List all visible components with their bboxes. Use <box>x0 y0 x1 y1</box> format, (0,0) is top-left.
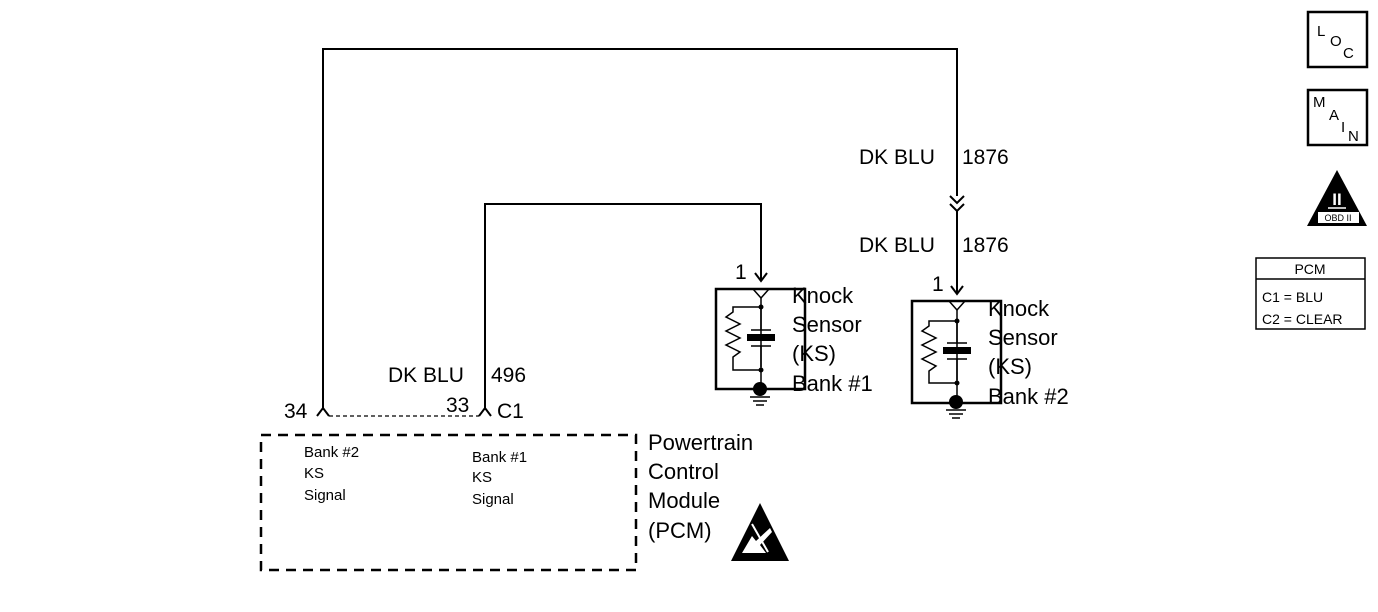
legend-row: C1 = BLU <box>1262 289 1323 305</box>
pin-number: 34 <box>284 400 308 423</box>
ground-icon <box>750 382 770 406</box>
main-letter: M <box>1313 94 1326 111</box>
arrow-down-icon <box>754 272 768 283</box>
pcm-signal-label: Signal <box>472 491 514 508</box>
wire-circuit-label: 1876 <box>962 146 1009 169</box>
pcm-connector-legend: PCM C1 = BLU C2 = CLEAR <box>1255 257 1366 330</box>
pcm-title: Control <box>648 459 719 484</box>
sensor-label: Bank #1 <box>792 371 873 396</box>
inline-connector-icon <box>949 195 965 205</box>
pin-chevron-icon <box>316 406 330 417</box>
pcm-signal-label: Bank #1 <box>472 449 527 466</box>
pcm-signal-label: KS <box>304 465 324 482</box>
pin-chevron-icon <box>478 406 492 417</box>
pcm-title: (PCM) <box>648 518 712 543</box>
wire-color-label: DK BLU <box>388 364 464 387</box>
knock-sensor-2 <box>910 299 1003 419</box>
sensor-label: (KS) <box>988 354 1032 379</box>
pcm-signal-label: Signal <box>304 487 346 504</box>
connector-id: C1 <box>497 400 524 423</box>
loc-letter: O <box>1330 33 1342 50</box>
pcm-title: Module <box>648 488 720 513</box>
pcm-signal-label: Bank #2 <box>304 444 359 461</box>
arrow-down-icon <box>950 285 964 296</box>
loc-button[interactable]: L O C <box>1306 10 1369 69</box>
wire-bank2-1876 <box>322 48 958 410</box>
legend-row: C2 = CLEAR <box>1262 311 1343 327</box>
sensor-label: Sensor <box>792 312 862 337</box>
legend-title: PCM <box>1294 261 1325 277</box>
wire-bank1-496 <box>484 203 762 410</box>
wire-circuit-label: 1876 <box>962 234 1009 257</box>
obd-ii-button[interactable]: II OBD II <box>1307 170 1367 226</box>
sensor-label: (KS) <box>792 341 836 366</box>
esd-warning-icon <box>731 503 789 561</box>
sensor-label: Knock <box>988 296 1050 321</box>
pcm-title: Powertrain <box>648 430 753 455</box>
obd-numeral: II <box>1332 190 1341 209</box>
pin-number: 1 <box>932 273 944 296</box>
pin-number: 1 <box>735 261 747 284</box>
wire-color-label: DK BLU <box>859 146 935 169</box>
main-letter: A <box>1329 107 1339 124</box>
wire-circuit-label: 496 <box>491 364 526 387</box>
inline-connector-icon <box>949 203 965 213</box>
wire-color-label: DK BLU <box>859 234 935 257</box>
sensor-label: Sensor <box>988 325 1058 350</box>
loc-letter: L <box>1317 23 1325 40</box>
ground-icon <box>946 395 966 419</box>
sensor-label: Knock <box>792 283 854 308</box>
main-letter: I <box>1341 119 1345 136</box>
sensor-label: Bank #2 <box>988 384 1069 409</box>
pin-number: 33 <box>446 394 469 417</box>
obd-label: OBD II <box>1324 213 1351 223</box>
knock-sensor-1 <box>714 287 807 406</box>
pcm-module-box <box>259 433 638 572</box>
main-button[interactable]: M A I N <box>1306 88 1369 147</box>
main-letter: N <box>1348 128 1359 145</box>
pcm-signal-label: KS <box>472 469 492 486</box>
loc-letter: C <box>1343 45 1354 62</box>
